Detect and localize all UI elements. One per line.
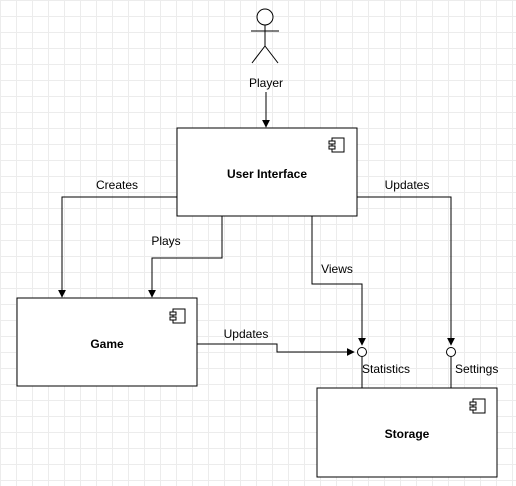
ui-title: User Interface (227, 167, 307, 181)
edge-label-game-updates: Updates (224, 327, 269, 341)
edge-game-updates[interactable] (197, 343, 355, 356)
component-icon (328, 137, 345, 153)
actor-leg-right (264, 45, 279, 64)
edge-views[interactable] (311, 216, 366, 346)
game-box (16, 297, 198, 387)
edge-ui-updates[interactable] (357, 196, 455, 346)
storage-title: Storage (385, 427, 430, 441)
edge-plays[interactable] (148, 216, 223, 298)
interface-settings[interactable]: Settings (446, 347, 499, 389)
edge-label-views: Views (321, 262, 353, 276)
player-actor[interactable]: Player (249, 8, 283, 90)
storage-box (316, 387, 498, 478)
actor-label: Player (249, 76, 283, 90)
edge-label-creates: Creates (96, 178, 138, 192)
component-icon (169, 308, 186, 324)
interface-circle (357, 347, 367, 357)
game-title: Game (90, 337, 124, 351)
interface-label-statistics: Statistics (362, 362, 410, 376)
interface-circle (446, 347, 456, 357)
edge-label-plays: Plays (151, 234, 180, 248)
actor-head (256, 8, 274, 26)
component-game[interactable]: Game (16, 297, 198, 387)
interface-label-settings: Settings (455, 362, 498, 376)
component-user-interface[interactable]: User Interface (176, 127, 358, 217)
actor-leg-left (251, 45, 266, 64)
component-storage[interactable]: Storage (316, 387, 498, 478)
ui-box (176, 127, 358, 217)
edge-creates[interactable] (58, 196, 177, 298)
component-icon (469, 398, 486, 414)
interface-statistics[interactable]: Statistics (357, 347, 411, 389)
edge-label-ui-updates: Updates (385, 178, 430, 192)
